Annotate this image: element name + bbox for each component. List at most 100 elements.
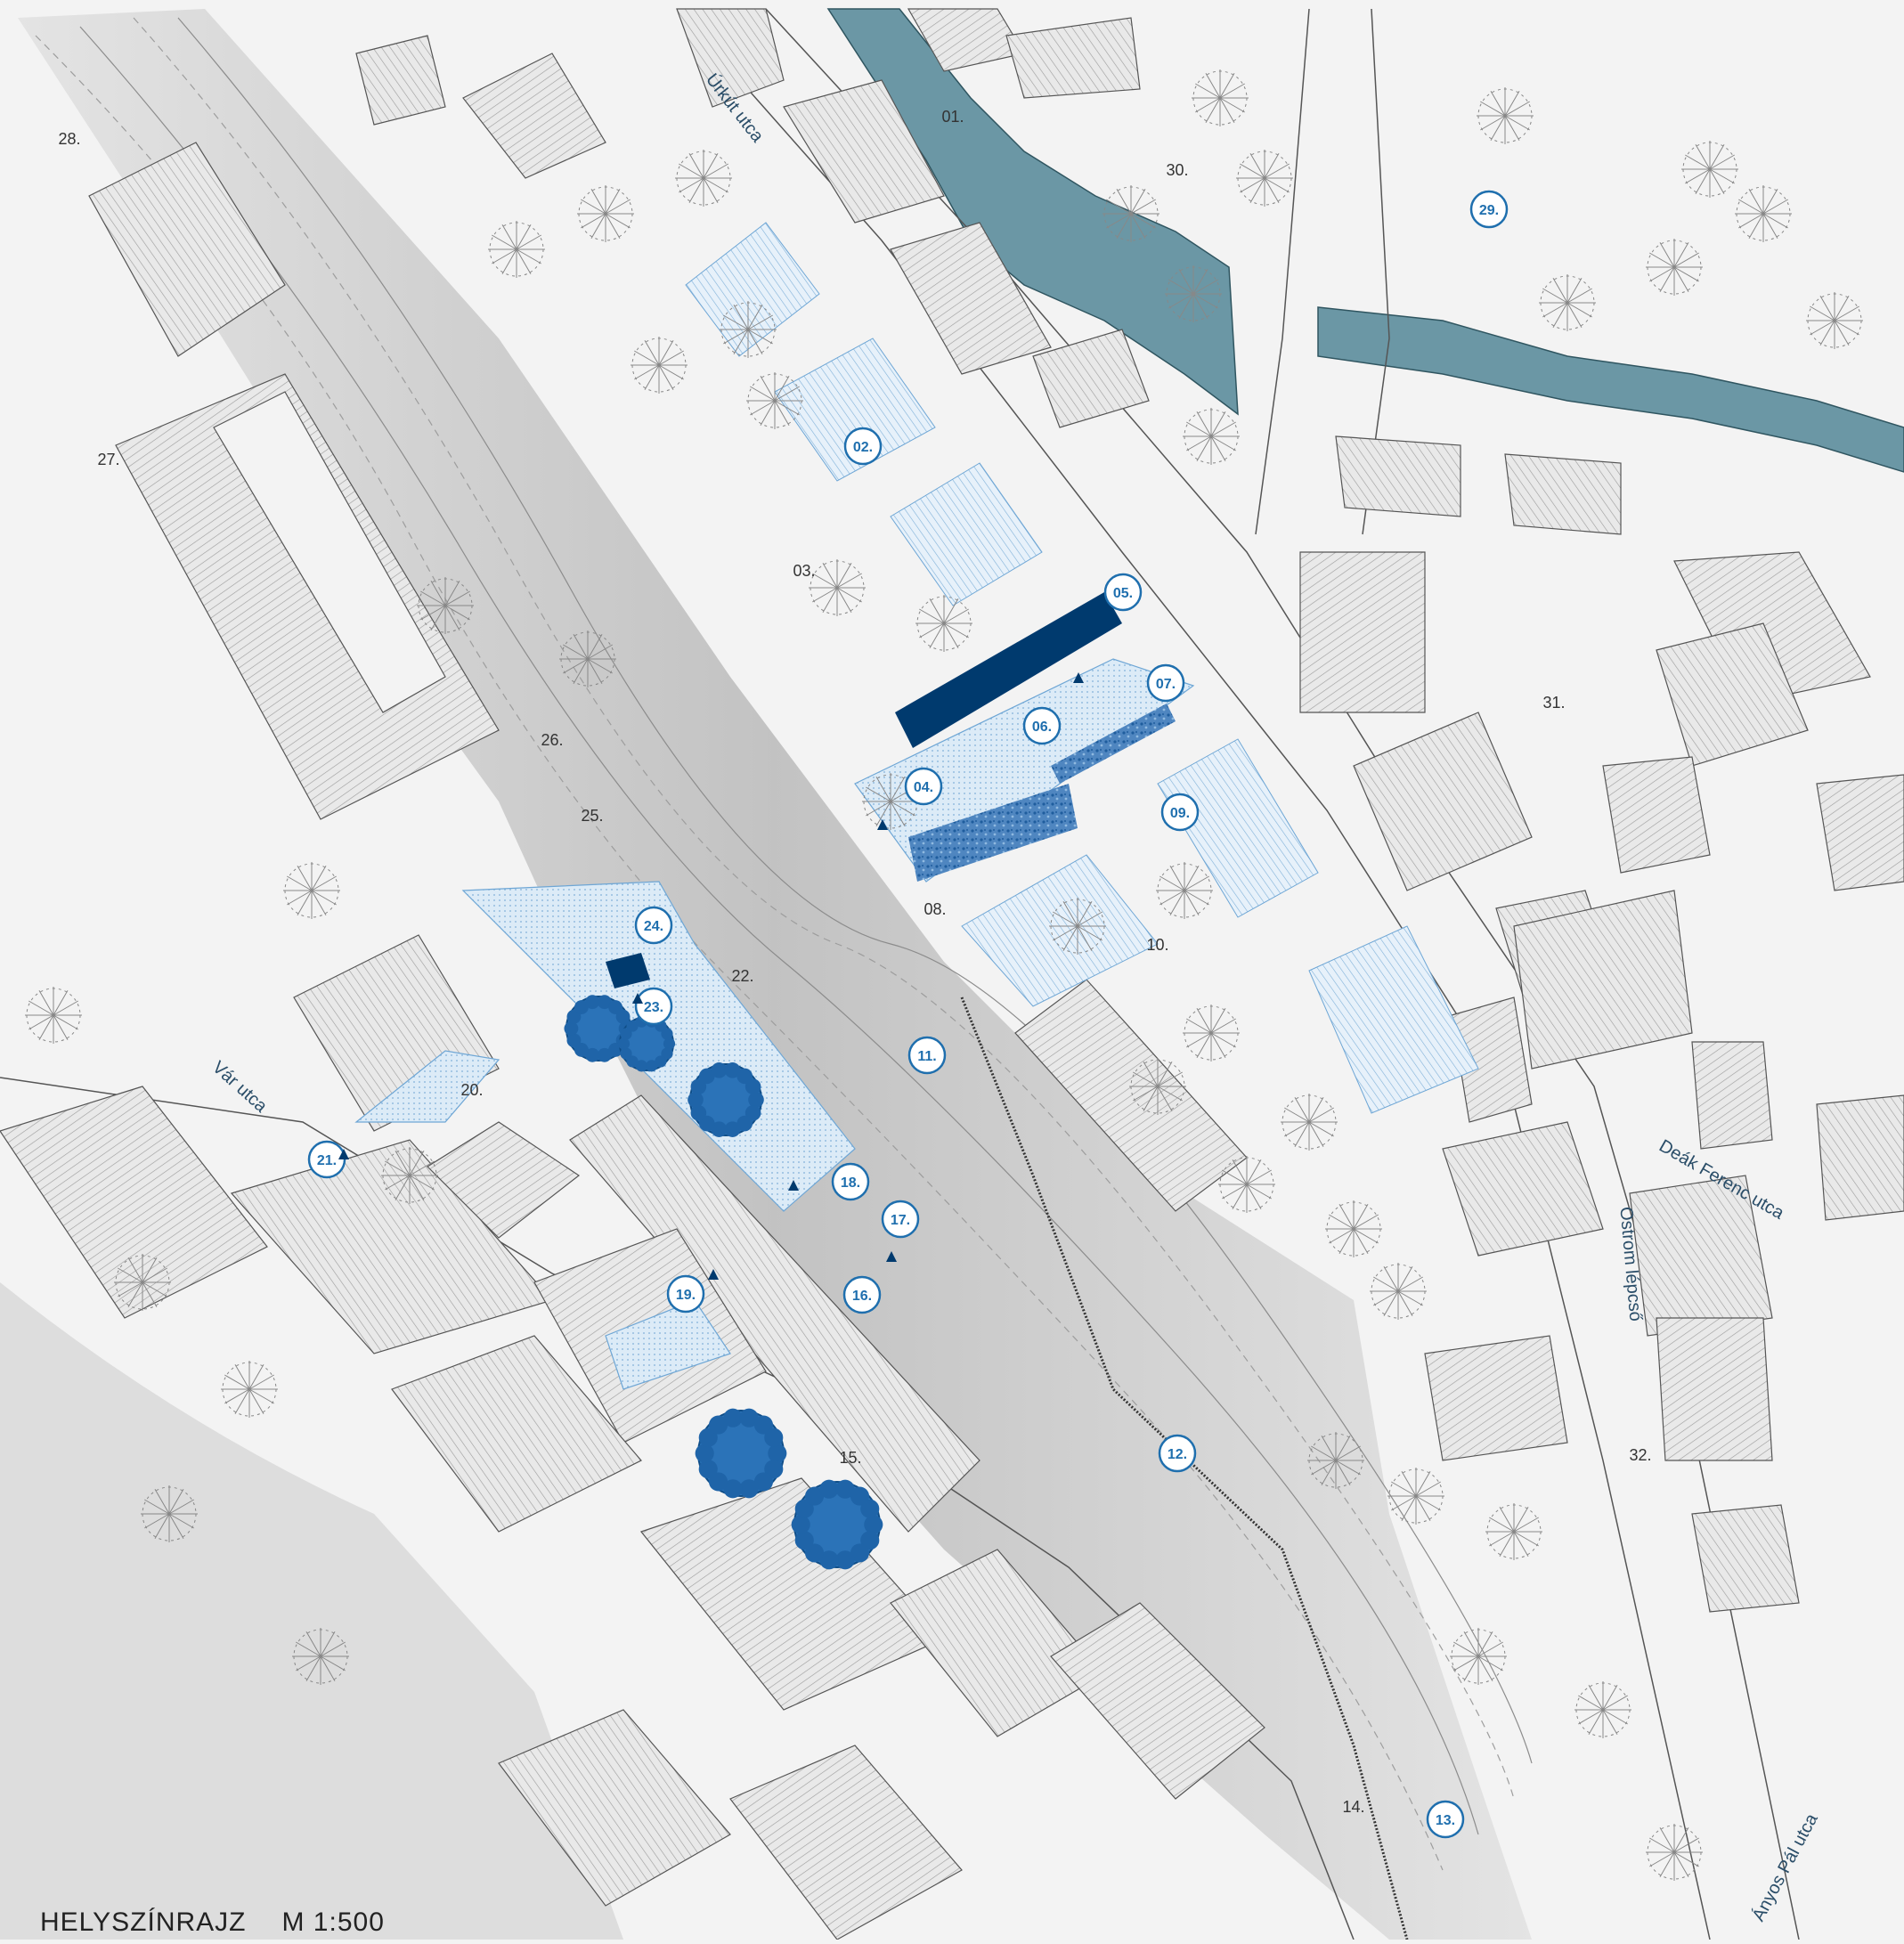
tree-canopy-outline bbox=[293, 1629, 348, 1684]
view-arrow-icon bbox=[1073, 672, 1084, 683]
tree-branch bbox=[747, 329, 773, 345]
tree-branch bbox=[1513, 1531, 1539, 1547]
tree-branch bbox=[1659, 1827, 1675, 1853]
tree-branch bbox=[1397, 1276, 1423, 1292]
tree-branch bbox=[1415, 1495, 1441, 1511]
tree-branch bbox=[723, 314, 749, 330]
tree-branch bbox=[1196, 1008, 1212, 1034]
tree-branch bbox=[224, 1388, 250, 1404]
tree-branch bbox=[1143, 1086, 1159, 1111]
tree-branch bbox=[1294, 1097, 1310, 1123]
tree-branch bbox=[1159, 890, 1185, 906]
area-label: 14. bbox=[1342, 1798, 1364, 1816]
tree-leaf-cluster bbox=[819, 1550, 839, 1570]
tree-branch bbox=[1762, 213, 1788, 229]
plan-scale: M 1:500 bbox=[281, 1907, 384, 1937]
tree-branch bbox=[516, 234, 541, 250]
tree-branch bbox=[1077, 925, 1103, 941]
tree-branch bbox=[1588, 1709, 1604, 1735]
tree-leaf-cluster bbox=[615, 1009, 631, 1024]
view-arrow-icon bbox=[886, 1251, 897, 1262]
tree-branch bbox=[1673, 266, 1689, 292]
tree-leaf-cluster bbox=[661, 1047, 673, 1060]
area-label: 03. bbox=[793, 562, 815, 580]
view-arrow-icon bbox=[877, 819, 888, 830]
tree-branch bbox=[516, 248, 541, 264]
tree-branch bbox=[1195, 97, 1221, 113]
tree-branch bbox=[168, 1489, 184, 1515]
marker-circle bbox=[907, 1036, 947, 1075]
numbered-marker: 29. bbox=[1469, 190, 1509, 229]
tree-branch bbox=[875, 777, 891, 802]
marker-circle bbox=[1158, 1434, 1197, 1473]
tree-branch bbox=[1819, 296, 1835, 321]
tree-branch bbox=[1397, 1290, 1413, 1316]
tree-branch bbox=[234, 1364, 250, 1390]
tree-branch bbox=[409, 1175, 425, 1200]
tree-branch bbox=[430, 605, 446, 630]
tree-branch bbox=[581, 199, 606, 215]
tree-branch bbox=[144, 1513, 170, 1529]
tree-leaf-cluster bbox=[723, 1408, 743, 1427]
tree-leaf-cluster bbox=[748, 1092, 764, 1108]
tree-branch bbox=[1130, 213, 1156, 229]
tree-branch bbox=[395, 1175, 411, 1200]
tree-branch bbox=[1602, 1685, 1618, 1711]
tree-branch bbox=[1232, 1159, 1248, 1185]
area-label: 20. bbox=[460, 1081, 483, 1099]
tree-branch bbox=[688, 153, 704, 179]
tree-branch bbox=[1489, 1517, 1515, 1533]
tree-branch bbox=[1294, 1121, 1310, 1147]
tree-branch bbox=[658, 364, 684, 380]
tree-branch bbox=[501, 224, 517, 250]
tree-branch bbox=[1748, 213, 1764, 239]
tree-canopy-outline bbox=[1647, 240, 1702, 295]
tree-branch bbox=[1353, 1214, 1379, 1230]
tree-canopy-outline bbox=[1192, 70, 1248, 126]
tree-canopy-outline bbox=[115, 1255, 170, 1310]
tree-branch bbox=[587, 634, 603, 660]
marker-circle bbox=[634, 906, 673, 945]
tree-icon bbox=[417, 577, 474, 634]
area-label: 32. bbox=[1629, 1446, 1651, 1464]
tree-branch bbox=[234, 1388, 250, 1414]
tree-branch bbox=[492, 234, 517, 250]
tree-branch bbox=[248, 1388, 274, 1404]
tree-branch bbox=[1695, 168, 1711, 194]
marker-circle bbox=[904, 767, 943, 806]
tree-branch bbox=[1169, 866, 1185, 891]
tree-branch bbox=[1106, 213, 1132, 229]
tree-branch bbox=[1499, 1531, 1515, 1557]
tree-branch bbox=[723, 329, 749, 345]
numbered-marker: 23. bbox=[634, 987, 673, 1026]
tree-branch bbox=[1602, 1695, 1628, 1711]
tree-leaf-cluster bbox=[566, 1033, 582, 1048]
tree-branch bbox=[750, 386, 776, 402]
tree-leaf-cluster bbox=[690, 1104, 707, 1121]
area-label: 08. bbox=[924, 900, 946, 918]
marker-label: 05. bbox=[1113, 586, 1133, 601]
tree-canopy-outline bbox=[1575, 1682, 1631, 1737]
tree-branch bbox=[420, 590, 446, 606]
tree-leaf-cluster bbox=[850, 1543, 869, 1563]
tree-branch bbox=[1240, 177, 1265, 193]
tree-leaf-cluster bbox=[626, 1020, 639, 1032]
tree-branch bbox=[1249, 153, 1265, 179]
tree-icon bbox=[1218, 1156, 1275, 1213]
view-arrow-icon bbox=[632, 993, 643, 1004]
tree-branch bbox=[409, 1151, 425, 1176]
tree-icon bbox=[381, 1147, 438, 1204]
tree-branch bbox=[890, 777, 906, 802]
marker-circle bbox=[666, 1274, 705, 1314]
tree-branch bbox=[1659, 242, 1675, 268]
tree-branch bbox=[1810, 320, 1835, 336]
tree-branch bbox=[1284, 1107, 1310, 1123]
tree-leaf-cluster bbox=[566, 1009, 582, 1024]
tree-icon bbox=[1183, 1005, 1240, 1061]
tree-branch bbox=[590, 213, 606, 239]
tree-branch bbox=[581, 213, 606, 229]
tree-branch bbox=[1673, 1827, 1689, 1853]
tree-branch bbox=[812, 587, 838, 603]
